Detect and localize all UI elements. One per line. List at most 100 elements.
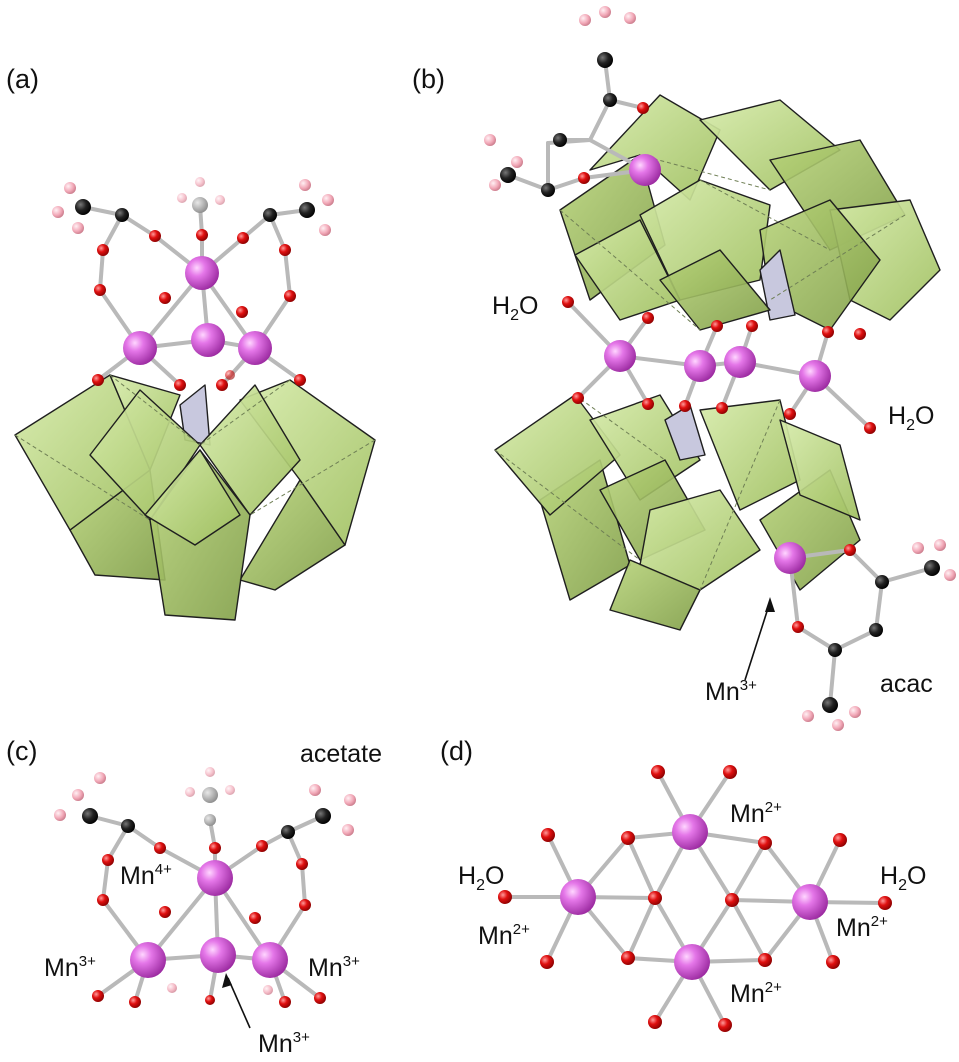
- hydrogen-atom: [52, 206, 64, 218]
- oxygen-atom: [792, 621, 804, 633]
- panel-c-mn-right-label: Mn3+: [308, 953, 360, 982]
- oxygen-atom: [711, 320, 723, 332]
- oxygen-atom: [102, 854, 114, 866]
- carbon-atom: [500, 167, 516, 183]
- manganese-atom: [674, 944, 710, 980]
- carbon-atom: [822, 697, 838, 713]
- manganese-atom: [191, 323, 225, 357]
- panel-b-mn-label: Mn3+: [705, 677, 757, 706]
- manganese-atom: [684, 350, 716, 382]
- panel-d-mn-top-label: Mn2+: [730, 799, 782, 828]
- panel-c-atoms: [54, 767, 356, 1008]
- hydrogen-atom: [802, 710, 814, 722]
- manganese-atom: [724, 346, 756, 378]
- hydrogen-atom: [309, 784, 321, 796]
- hydrogen-atom: [599, 6, 611, 18]
- carbon-atom: [553, 133, 567, 147]
- oxygen-atom: [498, 890, 512, 904]
- oxygen-atom: [159, 292, 171, 304]
- oxygen-atom: [97, 244, 109, 256]
- oxygen-atom: [249, 912, 261, 924]
- oxygen-atom: [256, 840, 268, 852]
- oxygen-atom: [236, 306, 248, 318]
- manganese-atom: [799, 360, 831, 392]
- hydrogen-atom: [849, 706, 861, 718]
- carbon-atom: [869, 623, 883, 637]
- carbon-atom: [281, 825, 295, 839]
- manganese-atom: [123, 331, 157, 365]
- panel-b: (b): [412, 6, 956, 731]
- manganese-atom: [238, 331, 272, 365]
- oxygen-atom: [826, 955, 840, 969]
- oxygen-atom: [314, 992, 326, 1004]
- panel-b-water-left-label: H2O: [492, 292, 538, 324]
- hydrogen-atom: [195, 177, 205, 187]
- hydrogen-atom: [72, 789, 84, 801]
- oxygen-atom: [279, 996, 291, 1008]
- hydrogen-atom: [177, 193, 187, 203]
- oxygen-atom: [642, 312, 654, 324]
- oxygen-atom: [878, 896, 892, 910]
- manganese-atom: [130, 942, 166, 978]
- hydrogen-atom: [832, 719, 844, 731]
- panel-c-mn-left-label: Mn3+: [44, 953, 96, 982]
- hydrogen-atom: [225, 785, 235, 795]
- manganese-atom: [629, 154, 661, 186]
- oxygen-atom: [716, 402, 728, 414]
- hydrogen-atom: [344, 794, 356, 806]
- carbon-atom: [192, 197, 208, 213]
- hydrogen-atom: [319, 224, 331, 236]
- oxygen-atom: [225, 370, 235, 380]
- oxygen-atom: [279, 244, 291, 256]
- panel-c-mn-top-label: Mn4+: [120, 861, 172, 890]
- oxygen-atom: [92, 990, 104, 1002]
- hydrogen-atom: [205, 767, 215, 777]
- oxygen-atom: [299, 899, 311, 911]
- oxygen-atom: [129, 996, 141, 1008]
- hydrogen-atom: [215, 195, 225, 205]
- oxygen-atom: [864, 422, 876, 434]
- oxygen-atom: [844, 544, 856, 556]
- carbon-atom: [202, 787, 218, 803]
- oxygen-atom: [833, 833, 847, 847]
- manganese-atom: [672, 814, 708, 850]
- carbon-atom: [315, 808, 331, 824]
- carbon-atom: [828, 643, 842, 657]
- oxygen-atom: [237, 232, 249, 244]
- carbon-atom: [82, 808, 98, 824]
- oxygen-atom: [648, 1015, 662, 1029]
- panel-d-mn-bottom-label: Mn2+: [730, 979, 782, 1008]
- oxygen-atom: [679, 400, 691, 412]
- panel-a: (a): [6, 64, 376, 621]
- panel-d-label: (d): [440, 736, 473, 766]
- oxygen-atom: [97, 894, 109, 906]
- panel-d-water-left-label: H2O: [458, 862, 504, 894]
- oxygen-atom: [718, 1018, 732, 1032]
- hydrogen-atom: [489, 179, 501, 191]
- oxygen-atom: [216, 379, 228, 391]
- oxygen-atom: [167, 983, 177, 993]
- panel-d-mn-right-label: Mn2+: [836, 913, 888, 942]
- carbon-atom: [75, 199, 91, 215]
- oxygen-atom: [174, 379, 186, 391]
- oxygen-atom: [621, 951, 635, 965]
- oxygen-atom: [209, 842, 221, 854]
- oxygen-atom: [642, 398, 654, 410]
- panel-c-bonds: [88, 814, 325, 1004]
- manganese-atom: [197, 860, 233, 896]
- oxygen-atom: [637, 102, 649, 114]
- panel-a-label: (a): [6, 64, 39, 94]
- oxygen-atom: [578, 172, 590, 184]
- panel-b-mn-arrow: [744, 597, 775, 681]
- oxygen-atom: [648, 891, 662, 905]
- panel-b-atoms: [484, 6, 956, 731]
- carbon-atom: [121, 819, 135, 833]
- carbon-atom: [115, 208, 129, 222]
- oxygen-atom: [758, 953, 772, 967]
- oxygen-atom: [784, 408, 796, 420]
- panel-d: (d): [440, 736, 926, 1032]
- panel-a-polyoxometalate: [14, 374, 376, 621]
- hydrogen-atom: [579, 14, 591, 26]
- panel-c-acetate-label: acetate: [300, 740, 382, 768]
- oxygen-atom: [284, 290, 296, 302]
